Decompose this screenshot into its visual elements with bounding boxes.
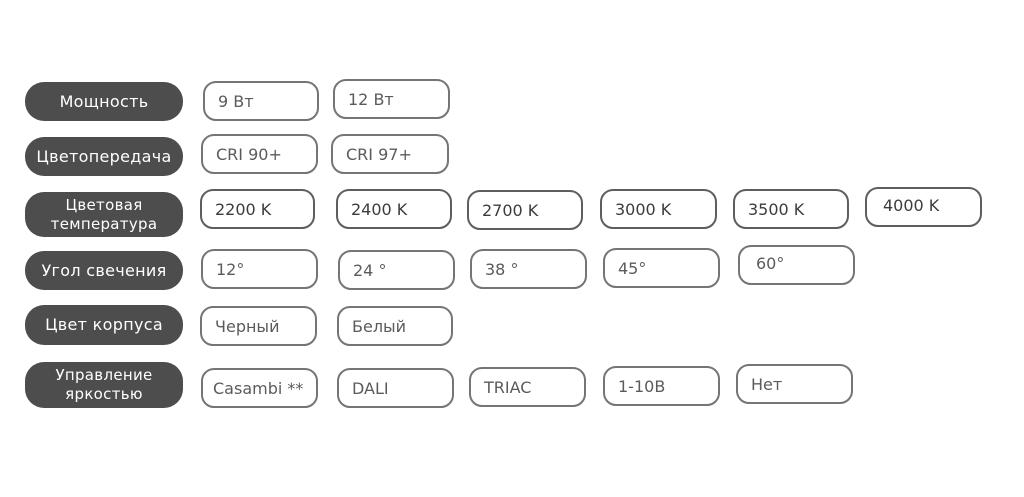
option-temp-3000k[interactable]: 3000 K: [600, 189, 717, 229]
option-angle-12[interactable]: 12°: [201, 249, 318, 289]
label-power-text: Мощность: [59, 91, 149, 111]
option-cri-97[interactable]: CRI 97+: [331, 134, 449, 174]
option-body-black[interactable]: Черный: [200, 306, 317, 346]
label-beam-angle: Угол свечения: [25, 251, 183, 290]
label-color-temperature-line-2: температура: [50, 214, 158, 233]
label-body-color: Цвет корпуса: [25, 305, 183, 345]
option-angle-24[interactable]: 24 °: [338, 250, 455, 290]
option-body-white[interactable]: Белый: [337, 306, 453, 346]
label-brightness-control: Управление яркостью: [25, 362, 183, 408]
option-temp-4000k[interactable]: 4000 K: [865, 187, 982, 227]
label-power: Мощность: [25, 82, 183, 121]
label-color-rendering: Цветопередача: [25, 137, 183, 176]
label-brightness-control-line-2: яркостью: [65, 385, 143, 403]
option-angle-45[interactable]: 45°: [603, 248, 720, 288]
label-brightness-control-line-1: Управление: [55, 366, 153, 384]
option-angle-38[interactable]: 38 °: [470, 249, 587, 289]
option-dim-1-10v[interactable]: 1-10В: [603, 366, 720, 406]
option-dim-dali[interactable]: DALI: [337, 368, 454, 408]
option-cri-90[interactable]: CRI 90+: [201, 134, 318, 174]
option-angle-60[interactable]: 60°: [738, 245, 855, 285]
option-temp-3500k[interactable]: 3500 K: [733, 189, 849, 229]
option-power-9w[interactable]: 9 Вт: [203, 81, 319, 121]
label-color-temperature: Цветовая температура: [25, 192, 183, 237]
option-power-12w[interactable]: 12 Вт: [333, 79, 450, 119]
label-color-rendering-text: Цветопередача: [36, 146, 172, 166]
option-temp-2200k[interactable]: 2200 K: [200, 189, 315, 229]
option-dim-none[interactable]: Нет: [736, 364, 853, 404]
option-dim-casambi[interactable]: Casambi **: [201, 368, 318, 408]
option-temp-2400k[interactable]: 2400 K: [336, 189, 452, 229]
label-color-temperature-line-1: Цветовая: [65, 195, 143, 214]
option-temp-2700k[interactable]: 2700 K: [467, 190, 583, 230]
label-body-color-text: Цвет корпуса: [45, 315, 163, 334]
label-beam-angle-text: Угол свечения: [41, 260, 167, 280]
option-dim-triac[interactable]: TRIAC: [469, 367, 586, 407]
